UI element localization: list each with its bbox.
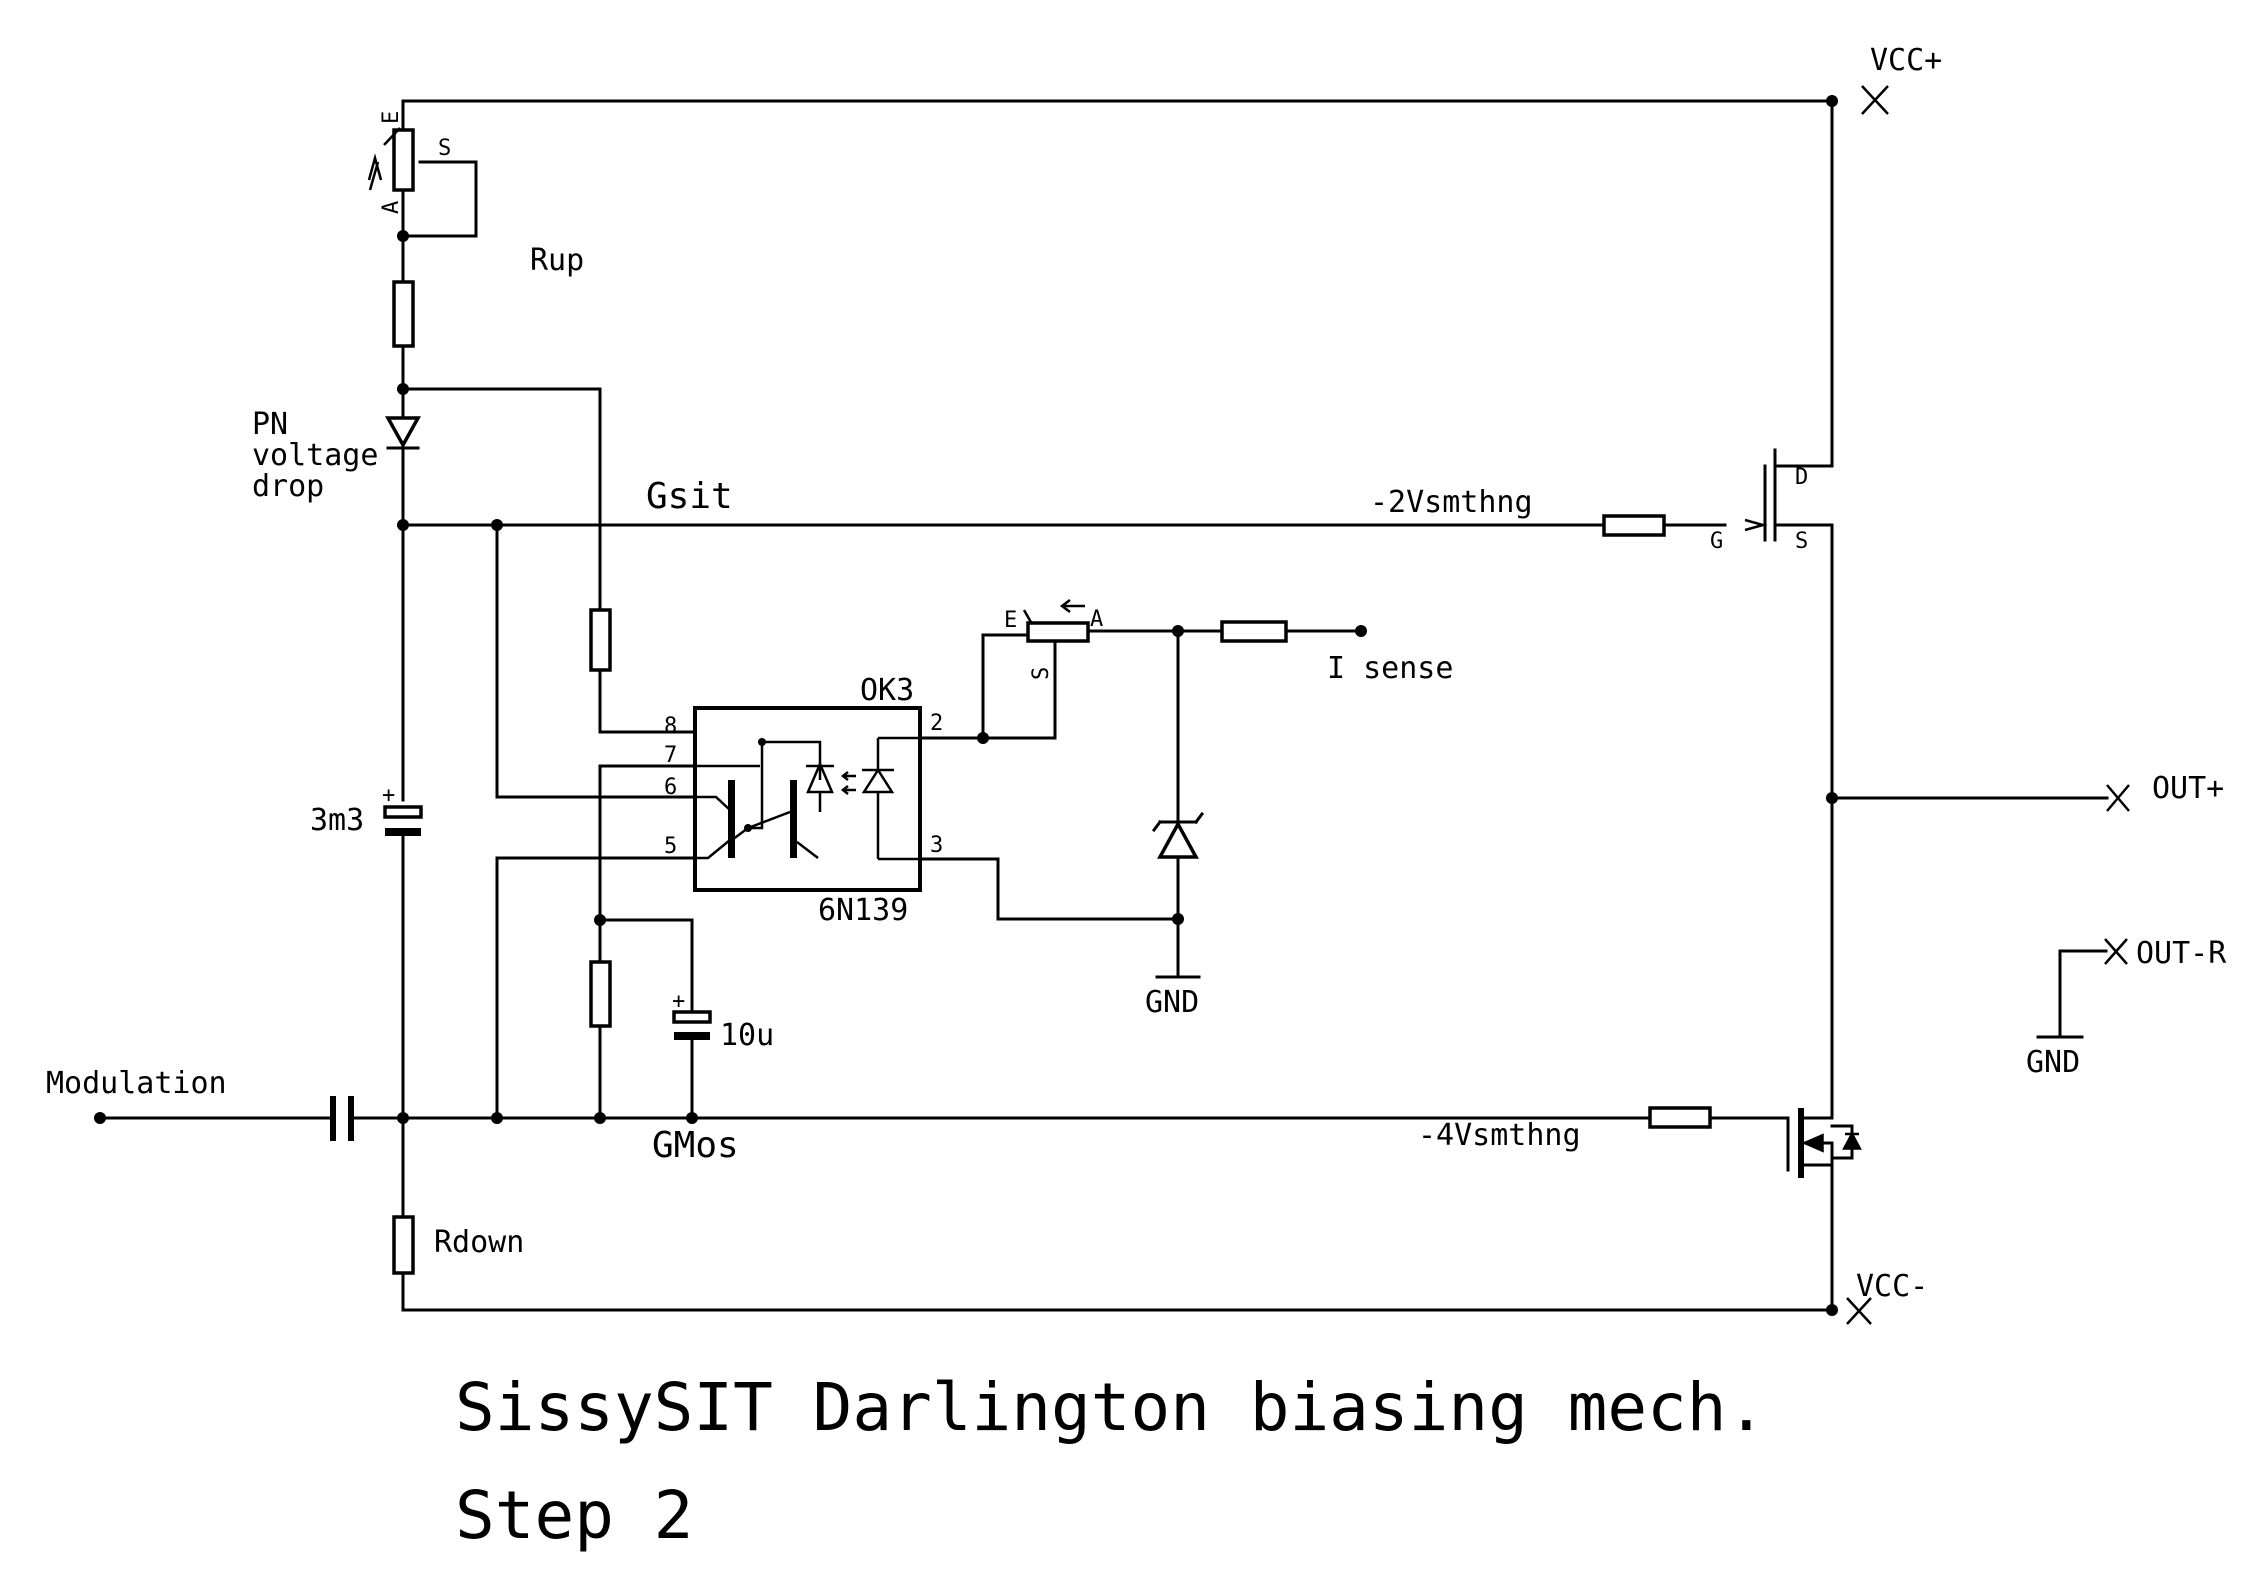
vcc-minus-label: VCC-	[1856, 1269, 1928, 1304]
vcc-minus-terminal	[1846, 1297, 1872, 1325]
junction-dot	[397, 230, 409, 242]
page-subtitle: Step 2	[455, 1477, 693, 1554]
pn-diode	[385, 416, 421, 450]
junction-dot	[1355, 625, 1367, 637]
junction-dot	[491, 1112, 503, 1124]
junction-dot	[397, 519, 409, 531]
gsit-label: Gsit	[646, 476, 733, 517]
coupling-capacitor	[330, 1096, 354, 1141]
labels: VCC+ VCC- OUT+ OUT-R GND GND Rup PN volt…	[46, 43, 2227, 1554]
rdown-resistor	[392, 1215, 415, 1275]
optocoupler	[693, 706, 922, 892]
junction-dot	[686, 1112, 698, 1124]
wires	[98, 99, 2109, 1312]
vcc-plus-terminal	[1861, 85, 1889, 115]
pin-8-label: 8	[664, 714, 677, 739]
junction-dot	[1826, 1304, 1838, 1316]
zener-diode	[1151, 811, 1205, 859]
resistor	[392, 280, 415, 348]
sit-transistor	[1744, 448, 1777, 542]
pn-label: voltage	[252, 438, 378, 473]
page-title: SissySIT Darlington biasing mech.	[455, 1369, 1766, 1446]
i-sense-potentiometer	[1022, 599, 1090, 643]
out-plus-label: OUT+	[2152, 771, 2224, 806]
pin-3-label: 3	[930, 833, 943, 858]
terminals	[1155, 85, 2130, 1325]
gate-high-voltage-label: -2Vsmthng	[1370, 485, 1533, 520]
vcc-plus-label: VCC+	[1870, 43, 1942, 78]
junction-dot	[594, 914, 606, 926]
pin-2-label: 2	[930, 711, 943, 736]
gate-resistor	[1648, 1106, 1712, 1129]
junction-dot	[977, 732, 989, 744]
capacitor-3m3	[383, 805, 423, 836]
junction-dot	[1826, 95, 1838, 107]
resistor	[589, 960, 612, 1028]
pot-s-label: S	[438, 136, 451, 161]
pn-label: drop	[252, 469, 324, 504]
junction-dot	[491, 519, 503, 531]
mosfet	[1786, 1103, 1862, 1178]
cap-3m3-label: 3m3	[310, 803, 364, 838]
fet-s-label: S	[1795, 529, 1808, 554]
junction-dot	[397, 1112, 409, 1124]
gmos-label: GMos	[652, 1125, 739, 1166]
junction-dot	[397, 383, 409, 395]
cap-plus-label: +	[672, 989, 685, 1014]
rup-label: Rup	[530, 243, 584, 278]
pot-a-label: A	[379, 201, 404, 214]
capacitor-10u	[672, 1010, 712, 1040]
i-sense-label: I sense	[1327, 651, 1453, 686]
gate-low-voltage-label: -4Vsmthng	[1418, 1118, 1581, 1153]
cap-10u-label: 10u	[720, 1018, 774, 1053]
cap-plus-label: +	[382, 783, 395, 808]
pot-e-label: E	[379, 111, 404, 124]
pin-5-label: 5	[664, 834, 677, 859]
gnd-label: GND	[2026, 1045, 2080, 1080]
pin-6-label: 6	[664, 775, 677, 800]
out-r-label: OUT-R	[2136, 936, 2227, 971]
junction-dot	[1826, 792, 1838, 804]
gnd-label: GND	[1145, 985, 1199, 1020]
fet-d-label: D	[1795, 465, 1808, 490]
fet-g-label: G	[1710, 529, 1723, 554]
junction-dot	[94, 1112, 106, 1124]
pin-7-label: 7	[664, 743, 677, 768]
pot-a-label: A	[1090, 607, 1103, 632]
optocoupler-ref-label: OK3	[860, 673, 914, 708]
rup-potentiometer	[367, 127, 415, 192]
optocoupler-part-label: 6N139	[818, 893, 908, 928]
junction-dot	[1172, 913, 1184, 925]
out-plus-terminal	[2106, 784, 2130, 812]
junction-dot	[1172, 625, 1184, 637]
pn-label: PN	[252, 407, 288, 442]
gate-resistor	[1602, 514, 1666, 537]
pot-e-label: E	[1004, 608, 1017, 633]
rdown-label: Rdown	[434, 1225, 524, 1260]
modulation-label: Modulation	[46, 1066, 227, 1101]
pot-s-label: S	[1029, 667, 1054, 680]
out-r-terminal	[2104, 938, 2128, 965]
resistor	[589, 608, 612, 672]
resistor	[1220, 620, 1288, 643]
junction-dot	[594, 1112, 606, 1124]
